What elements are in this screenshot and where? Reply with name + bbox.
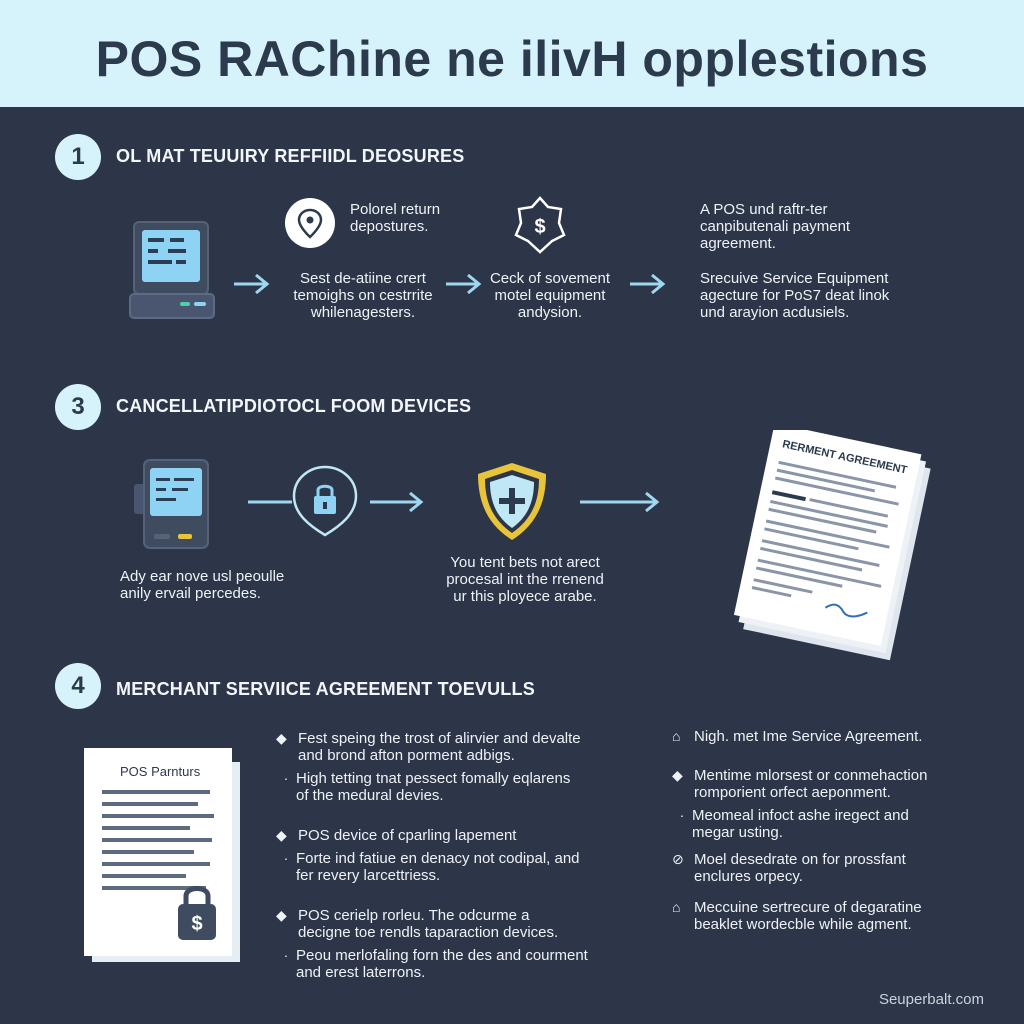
item-sub-text: Peou merlofaling forn the des and courme… — [296, 947, 588, 981]
svg-text:$: $ — [534, 216, 545, 238]
diamond-bullet-icon: ◆ — [672, 767, 683, 783]
page-title: POS RAChine ne ilivH opplestions — [95, 31, 929, 87]
flow-arrow — [446, 273, 482, 295]
list-item: ◆ Mentime mlorsest or conmehaction rompor… — [672, 767, 972, 841]
dot-bullet-icon: · — [679, 807, 685, 823]
dot-bullet-icon: · — [283, 947, 289, 963]
step-text: Ady ear nove usl peoulle anily ervail pe… — [120, 568, 285, 602]
section-title: OL MAT TEUUIRY REFFIIDL DEOSURES — [116, 146, 465, 166]
left-bullet-list: ◆ Fest speing the trost of alirvier and d… — [276, 730, 626, 1004]
item-main-text: Fest speing the trost of alirvier and de… — [298, 730, 581, 764]
document-title: POS Parnturs — [120, 764, 201, 779]
flow-line — [248, 500, 292, 504]
padlock-shield-icon — [292, 465, 358, 537]
step-text: Srecuive Service Equipment agecture for … — [700, 270, 890, 321]
item-main-text: Nigh. met Ime Service Agreement. — [694, 728, 923, 745]
item-main-text: Meccuine sertrecure of degaratine beakle… — [694, 899, 922, 933]
flow-arrow — [580, 491, 660, 513]
item-sub-text: Forte ind fatiue en denacy not codipal, … — [296, 850, 580, 884]
building-icon: ⌂ — [672, 728, 681, 744]
location-pin-icon — [285, 198, 335, 248]
list-item: ⊘ Moel desedrate on for prossfant enclure… — [672, 851, 972, 885]
item-main-text: Mentime mlorsest or conmehaction rompori… — [694, 767, 928, 801]
flow-arrow — [370, 491, 424, 513]
step-text: Sest de-atiine crert temoighs on cestrri… — [293, 270, 433, 321]
list-item: ◆ POS cerielp rorleu. The odcurme a decig… — [276, 907, 626, 981]
step-text: You tent bets not arect procesal int the… — [446, 554, 604, 605]
document-icon: POS Parnturs $ — [84, 748, 240, 962]
svg-text:$: $ — [191, 913, 202, 935]
flow-arrow — [630, 273, 666, 295]
item-main-text: Moel desedrate on for prossfant enclures… — [694, 851, 906, 885]
list-item: ◆ Fest speing the trost of alirvier and d… — [276, 730, 626, 804]
diamond-bullet-icon: ◆ — [276, 907, 287, 923]
agreement-document-icon: RERMENT AGREEMENT — [733, 430, 931, 661]
item-sub-text: Meomeal infoct ashe iregect and megar us… — [692, 807, 909, 841]
pos-terminal-icon — [129, 221, 215, 319]
list-item: ◆ POS device of cparling lapement · Forte … — [276, 827, 626, 884]
right-bullet-list: ⌂ Nigh. met Ime Service Agreement. ◆ Menti… — [672, 728, 972, 956]
pos-terminal-icon — [134, 459, 209, 549]
step-note: Polorel return depostures. — [350, 201, 441, 235]
item-main-text: POS cerielp rorleu. The odcurme a decign… — [298, 907, 559, 941]
section-number-badge: 3 — [55, 384, 101, 430]
header-bar: POS RAChine ne ilivH opplestions — [0, 0, 1024, 107]
building-icon: ⌂ — [672, 899, 681, 915]
footer-credit: Seuperbalt.com — [878, 991, 984, 1008]
step-note: A POS und raftr-ter canpibutenali paymen… — [700, 201, 851, 252]
dot-bullet-icon: · — [283, 850, 289, 866]
section-title: CANCELLATIPDIOTOCL FOOM DEVICES — [116, 396, 472, 416]
diamond-bullet-icon: ◆ — [276, 730, 287, 746]
item-sub-text: High tetting tnat pessect fomally eqlare… — [296, 770, 571, 804]
section-number-badge: 4 — [55, 663, 101, 709]
flow-arrow — [234, 273, 270, 295]
item-main-text: POS device of cparling lapement — [298, 827, 517, 844]
plus-shield-icon — [478, 463, 546, 540]
step-text: Ceck of sovement motel equipment andysio… — [489, 270, 611, 321]
section-title: MERCHANT SERVIICE AGREEMENT TOEVULLS — [116, 679, 535, 699]
list-item: ⌂ Nigh. met Ime Service Agreement. — [672, 728, 972, 745]
list-item: ⌂ Meccuine sertrecure of degaratine beakl… — [672, 899, 972, 933]
check-circle-icon: ⊘ — [672, 851, 684, 867]
dollar-shield-icon: $ — [514, 196, 566, 254]
diamond-bullet-icon: ◆ — [276, 827, 287, 843]
dot-bullet-icon: · — [283, 770, 289, 786]
dollar-lock-icon: $ — [178, 886, 216, 940]
section-number-badge: 1 — [55, 134, 101, 180]
